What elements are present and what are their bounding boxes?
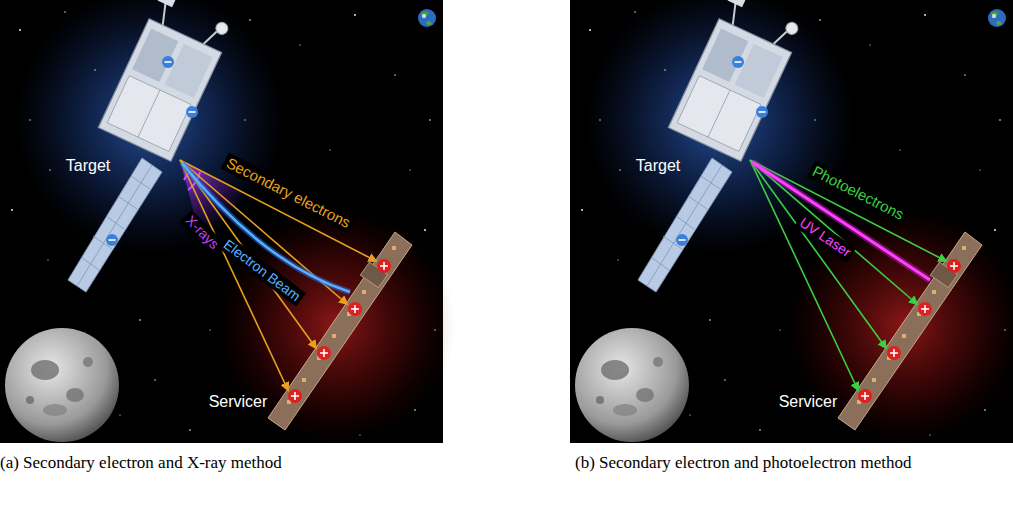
spacecraft-label: Target	[636, 156, 680, 175]
panel-a	[0, 0, 455, 445]
panel-b	[570, 0, 1013, 445]
figure-caption: (a) Secondary electron and X-ray method	[0, 452, 443, 475]
spacecraft-label: Servicer	[209, 392, 268, 411]
spacecraft-label: Target	[66, 156, 110, 175]
figure-caption: (b) Secondary electron and photoelectron…	[575, 452, 1013, 475]
spacecraft-label: Servicer	[779, 392, 838, 411]
